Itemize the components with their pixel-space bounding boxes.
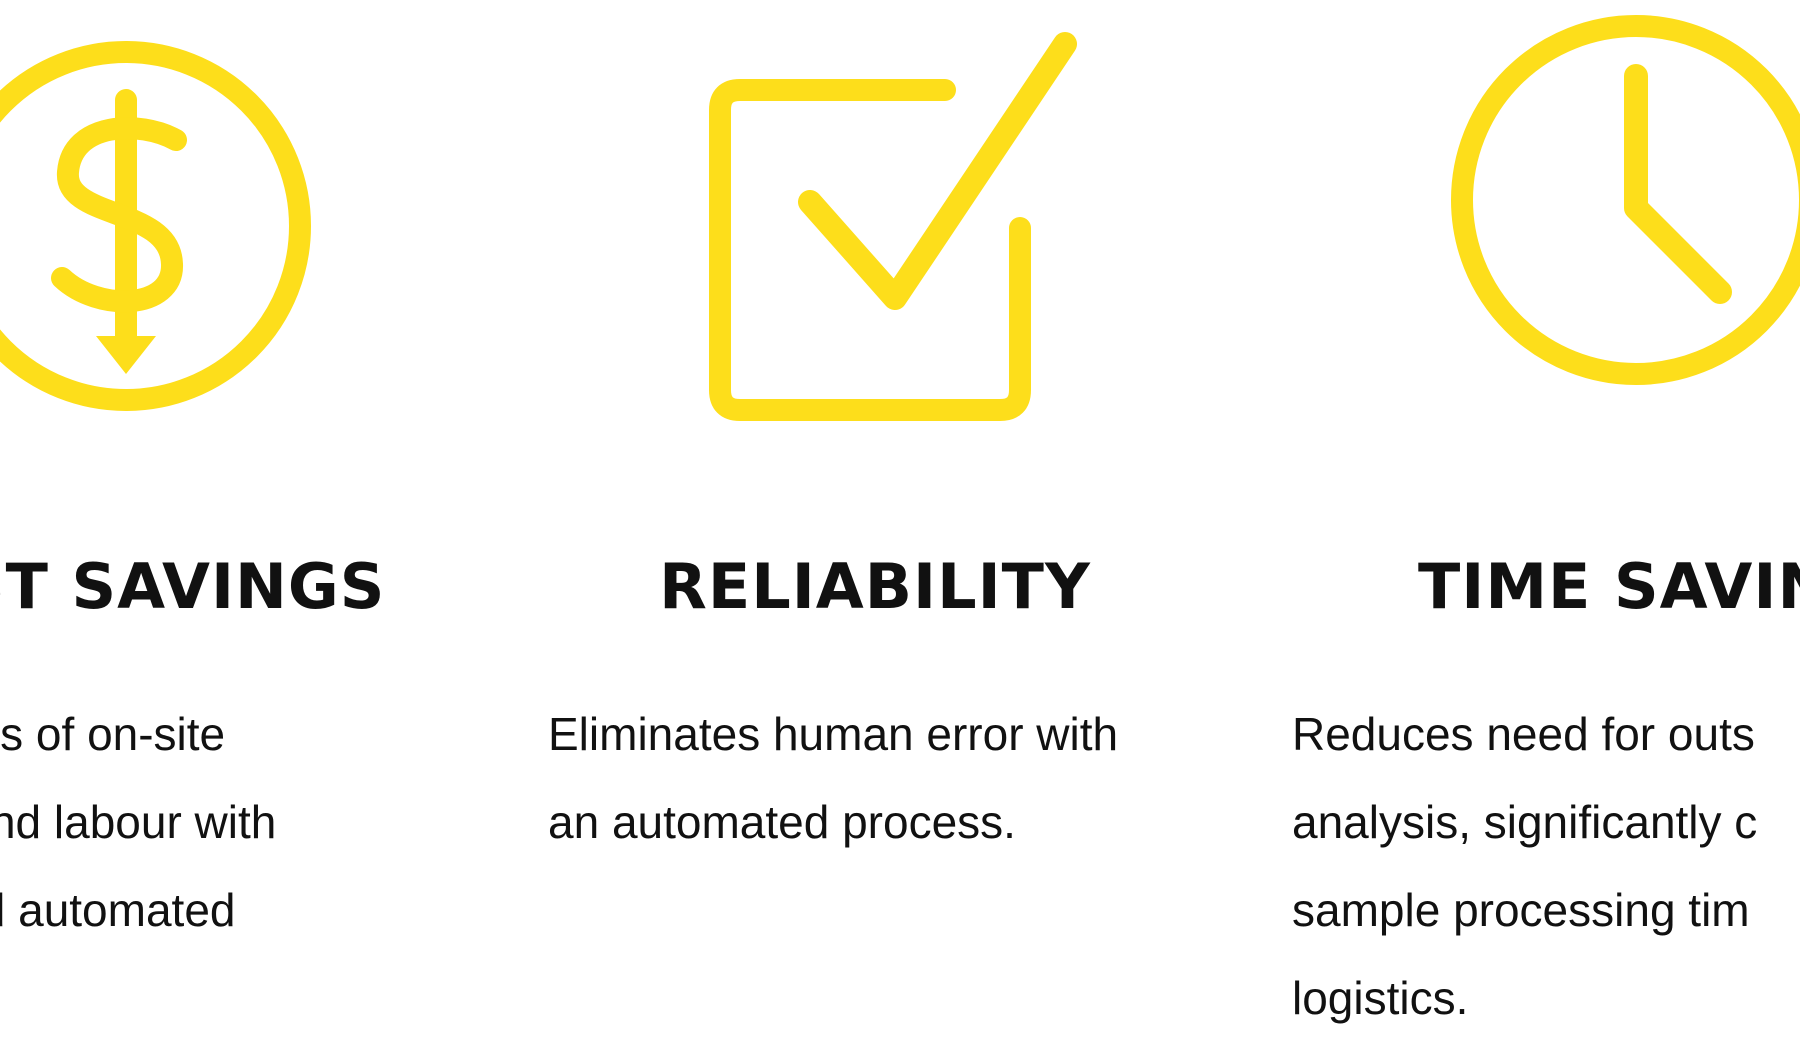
description-line: ties and labour with — [0, 796, 277, 848]
feature-description: Reduces need for outs analysis, signific… — [1292, 690, 1800, 1042]
feature-title: TIME SAVING — [1418, 550, 1800, 623]
checkbox-check-icon — [700, 30, 1100, 421]
description-line: logistics. — [1292, 972, 1469, 1024]
description-line: Eliminates human error with — [548, 708, 1119, 760]
feature-description: s costs of on-site ties and labour with … — [0, 690, 440, 954]
description-line: s costs of on-site — [0, 708, 226, 760]
feature-description: Eliminates human error with an automated… — [548, 690, 1238, 866]
description-line: analysis, significantly c — [1292, 796, 1758, 848]
feature-title: RELIABILITY — [659, 550, 1091, 623]
clock-icon — [1450, 14, 1800, 394]
description-line: Reduces need for outs — [1292, 708, 1755, 760]
description-line: le and automated — [0, 884, 236, 936]
feature-title: ST SAVINGS — [0, 550, 386, 623]
description-line: sample processing tim — [1292, 884, 1750, 936]
dollar-down-arrow-circle-icon — [0, 40, 320, 420]
description-line: an automated process. — [548, 796, 1016, 848]
